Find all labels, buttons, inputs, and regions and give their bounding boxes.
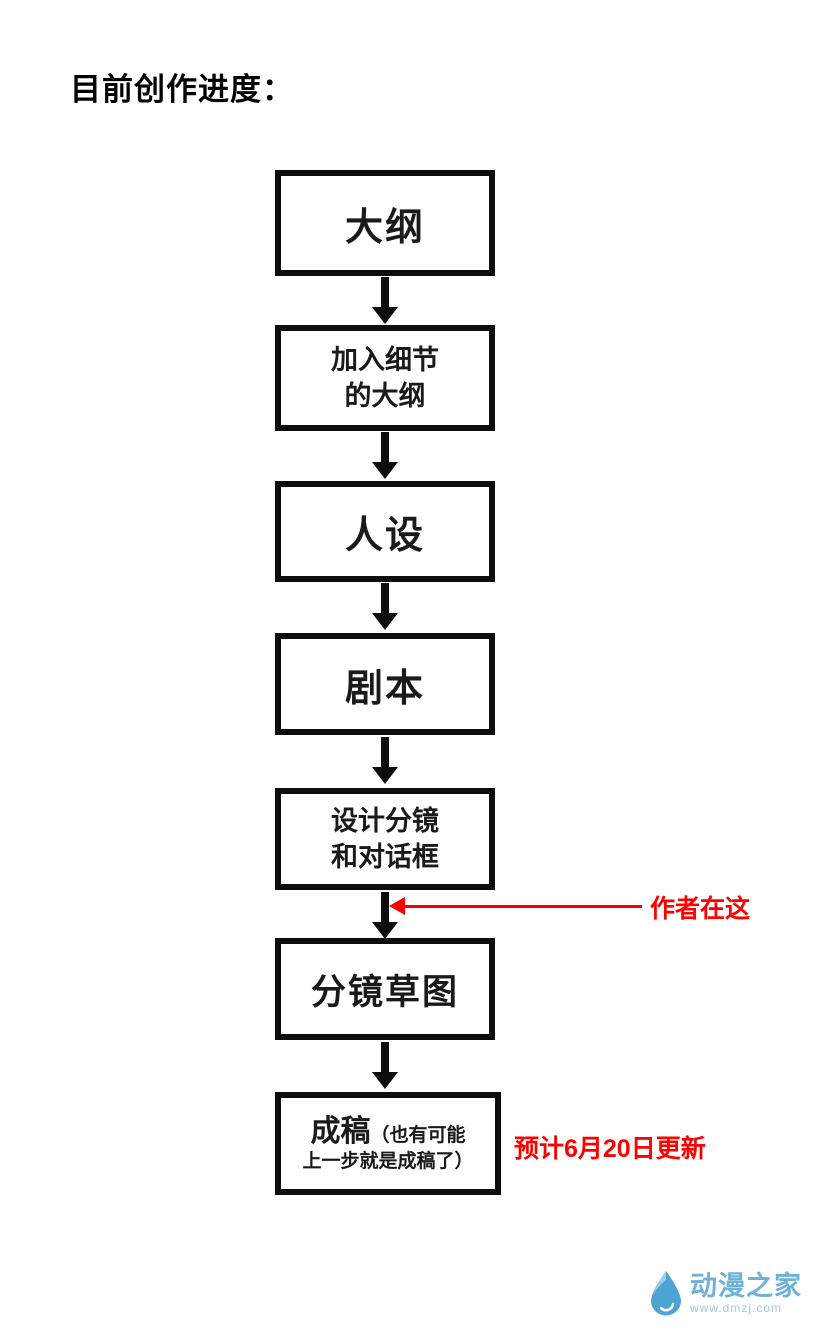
arrow-down-icon [372,432,398,479]
flow-box-storyboard-design: 设计分镜 和对话框 [275,788,495,890]
arrow-down-icon [372,583,398,630]
flow-box-character-design: 人设 [275,481,495,582]
flow-box-script: 剧本 [275,633,495,735]
watermark-text: 动漫之家 www.dmzj.com [690,1270,802,1315]
arrow-head [372,613,398,630]
arrow-shaft [381,737,389,768]
flow-box-detailed-outline: 加入细节 的大纲 [275,325,495,431]
red-pointer-line [404,905,642,908]
site-url: www.dmzj.com [690,1300,783,1315]
flow-box-outline: 大纲 [275,170,495,276]
arrow-down-icon [372,892,398,939]
page-title: 目前创作进度： [70,72,294,107]
red-pointer-arrow-icon [389,897,405,915]
arrow-shaft [381,583,389,614]
flow-box-storyboard-sketch: 分镜草图 [275,938,495,1040]
final-draft-line1: 成稿（也有可能 [310,1113,465,1151]
final-draft-note-part2: 上一步就是成稿了） [302,1151,474,1173]
author-position-label: 作者在这 [650,895,751,923]
site-name: 动漫之家 [690,1270,802,1301]
dmzj-logo-icon [651,1271,681,1316]
arrow-head [372,1072,398,1089]
arrow-shaft [381,1042,389,1073]
arrow-shaft [381,432,389,463]
arrow-head [372,767,398,784]
arrow-head [372,462,398,479]
arrow-down-icon [372,737,398,784]
update-schedule-label: 预计6月20日更新 [514,1135,706,1163]
arrow-head [372,922,398,939]
flow-box-final-draft: 成稿（也有可能 上一步就是成稿了） [275,1092,501,1195]
final-draft-main-label: 成稿 [310,1114,371,1148]
arrow-shaft [381,892,389,923]
arrow-down-icon [372,277,398,324]
site-watermark: 动漫之家 www.dmzj.com [649,1270,802,1316]
final-draft-note-part1: （也有可能 [370,1124,466,1146]
arrow-shaft [381,277,389,308]
arrow-head [372,307,398,324]
arrow-down-icon [372,1042,398,1089]
